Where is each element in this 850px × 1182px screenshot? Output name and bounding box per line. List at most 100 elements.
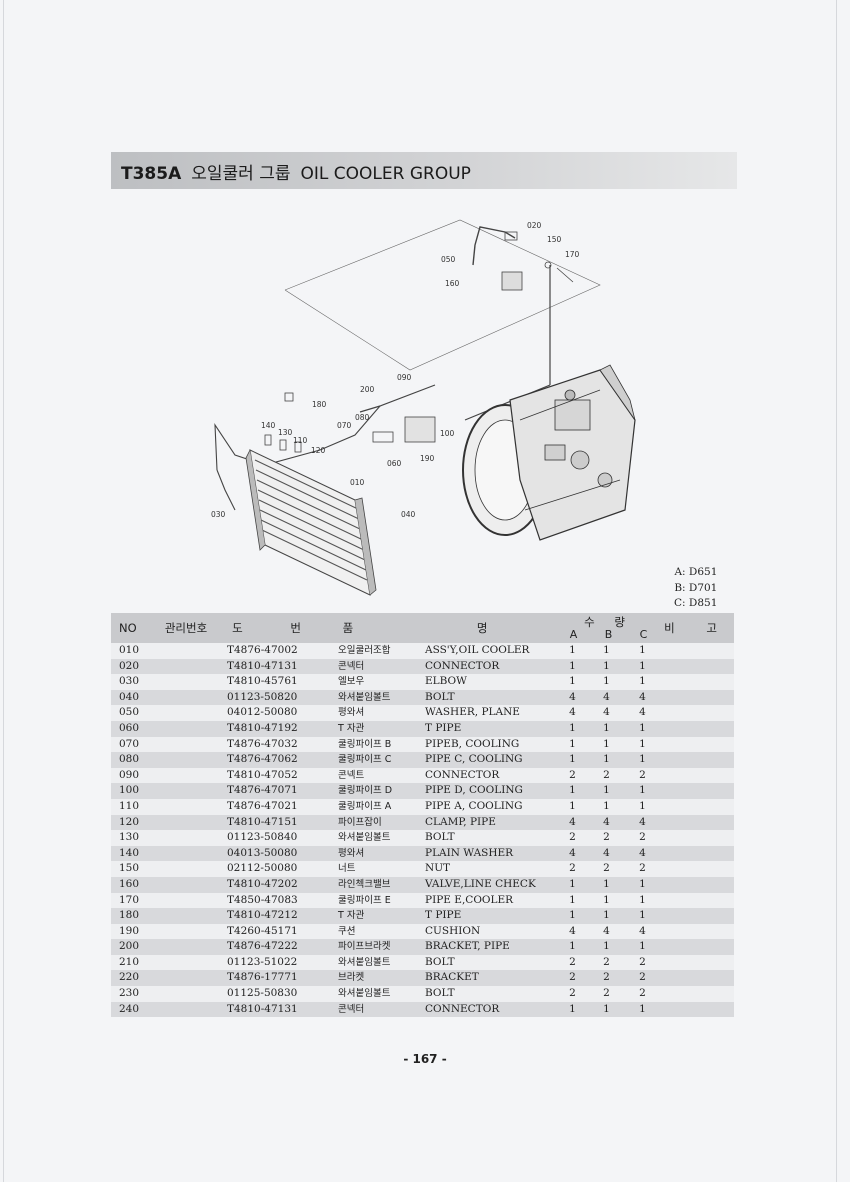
cell-name-korean: 브라켓: [334, 970, 421, 987]
cell-qty-c: 1: [624, 674, 662, 690]
cell-no: 050: [111, 705, 151, 721]
cell-qty-b: 1: [589, 736, 625, 753]
cell-qty-a: 1: [556, 674, 590, 690]
legend-item: B: D701: [674, 581, 718, 594]
cell-no: 210: [111, 954, 151, 971]
cell-remark: [661, 658, 735, 675]
cell-qty-c: 4: [624, 923, 662, 940]
callout-label: 130: [278, 428, 293, 437]
cell-remark: [661, 767, 735, 784]
cell-qty-c: 1: [624, 658, 662, 675]
cell-name-korean: 오일쿨러조합: [334, 643, 421, 659]
section-code: T385A: [121, 164, 182, 184]
cell-no: 080: [111, 752, 151, 768]
cell-part-number: 01123-50820: [221, 689, 334, 706]
cell-qty-c: 4: [624, 689, 662, 706]
cell-qty-b: 1: [589, 908, 625, 924]
cell-remark: [661, 908, 735, 924]
section-title-english: OIL COOLER GROUP: [300, 164, 471, 184]
cell-no: 140: [111, 845, 151, 862]
cell-qty-a: 1: [556, 783, 590, 799]
header-qty-c: C: [639, 628, 648, 641]
callout-label: 050: [441, 255, 456, 264]
cell-mgmt: [151, 923, 221, 940]
cell-name-english: PIPEB, COOLING: [421, 736, 557, 753]
cell-remark: [661, 1001, 735, 1018]
cell-qty-b: 4: [589, 814, 625, 831]
cell-no: 230: [111, 986, 151, 1002]
cell-mgmt: [151, 705, 221, 721]
cell-no: 100: [111, 783, 151, 799]
cell-qty-b: 2: [589, 970, 625, 987]
cell-qty-c: 4: [624, 845, 662, 862]
cell-name-english: BRACKET, PIPE: [421, 939, 557, 955]
header-quantity: 수 량 A B C: [556, 613, 662, 643]
cell-name-english: CONNECTOR: [421, 1001, 557, 1018]
cell-no: 200: [111, 939, 151, 955]
cell-name-english: PIPE C, COOLING: [421, 752, 557, 768]
cell-mgmt: [151, 814, 221, 831]
cell-mgmt: [151, 783, 221, 799]
cell-no: 060: [111, 720, 151, 737]
cell-qty-a: 1: [556, 643, 590, 659]
cell-qty-c: 2: [624, 830, 662, 846]
cell-qty-c: 1: [624, 939, 662, 955]
cell-remark: [661, 720, 735, 737]
cell-mgmt: [151, 658, 221, 675]
section-title-korean: 오일쿨러 그룹: [191, 164, 291, 184]
cell-no: 130: [111, 830, 151, 846]
cell-name-korean: 평와셔: [334, 845, 421, 862]
cell-qty-b: 4: [589, 845, 625, 862]
callout-label: 080: [355, 413, 370, 422]
cell-name-english: NUT: [421, 861, 557, 877]
cell-name-english: CONNECTOR: [421, 658, 557, 675]
cell-no: 120: [111, 814, 151, 831]
cell-qty-b: 1: [589, 643, 625, 659]
cell-qty-a: 1: [556, 1001, 590, 1018]
cell-no: 090: [111, 767, 151, 784]
cell-part-number: T4810-45761: [221, 674, 334, 690]
cell-qty-c: 2: [624, 954, 662, 971]
cell-name-english: T PIPE: [421, 908, 557, 924]
header-part-name: 품 명: [334, 613, 557, 643]
cell-mgmt: [151, 1001, 221, 1018]
cell-qty-c: 1: [624, 736, 662, 753]
cell-part-number: T4876-47062: [221, 752, 334, 768]
cell-qty-b: 1: [589, 752, 625, 768]
right-page-edge: [836, 0, 837, 1182]
cell-no: 170: [111, 892, 151, 909]
cell-name-korean: T 자관: [334, 908, 421, 924]
callout-label: 200: [360, 385, 375, 394]
cell-remark: [661, 954, 735, 971]
cell-remark: [661, 923, 735, 940]
cell-qty-c: 1: [624, 876, 662, 893]
header-no: NO: [111, 613, 151, 643]
cell-qty-c: 1: [624, 798, 662, 815]
cell-qty-c: 1: [624, 783, 662, 799]
cell-remark: [661, 798, 735, 815]
cell-qty-c: 4: [624, 814, 662, 831]
cell-part-number: T4850-47083: [221, 892, 334, 909]
cell-name-korean: 파이프잡이: [334, 814, 421, 831]
cell-part-number: T4876-47021: [221, 798, 334, 815]
cell-mgmt: [151, 674, 221, 690]
cell-name-korean: 쿨링파이프 E: [334, 892, 421, 909]
legend-item: A: D651: [674, 566, 718, 578]
callout-label: 100: [440, 429, 455, 438]
cell-qty-a: 2: [556, 830, 590, 846]
cell-remark: [661, 830, 735, 846]
callout-label: 170: [565, 250, 580, 259]
cell-qty-b: 1: [589, 892, 625, 909]
section-title-bar: T385A 오일쿨러 그룹 OIL COOLER GROUP: [111, 152, 737, 189]
header-quantity-label: 수 량: [584, 615, 633, 629]
diagram-callouts: 020 150 170 050 160 090 200 180 080 070 …: [211, 221, 580, 519]
